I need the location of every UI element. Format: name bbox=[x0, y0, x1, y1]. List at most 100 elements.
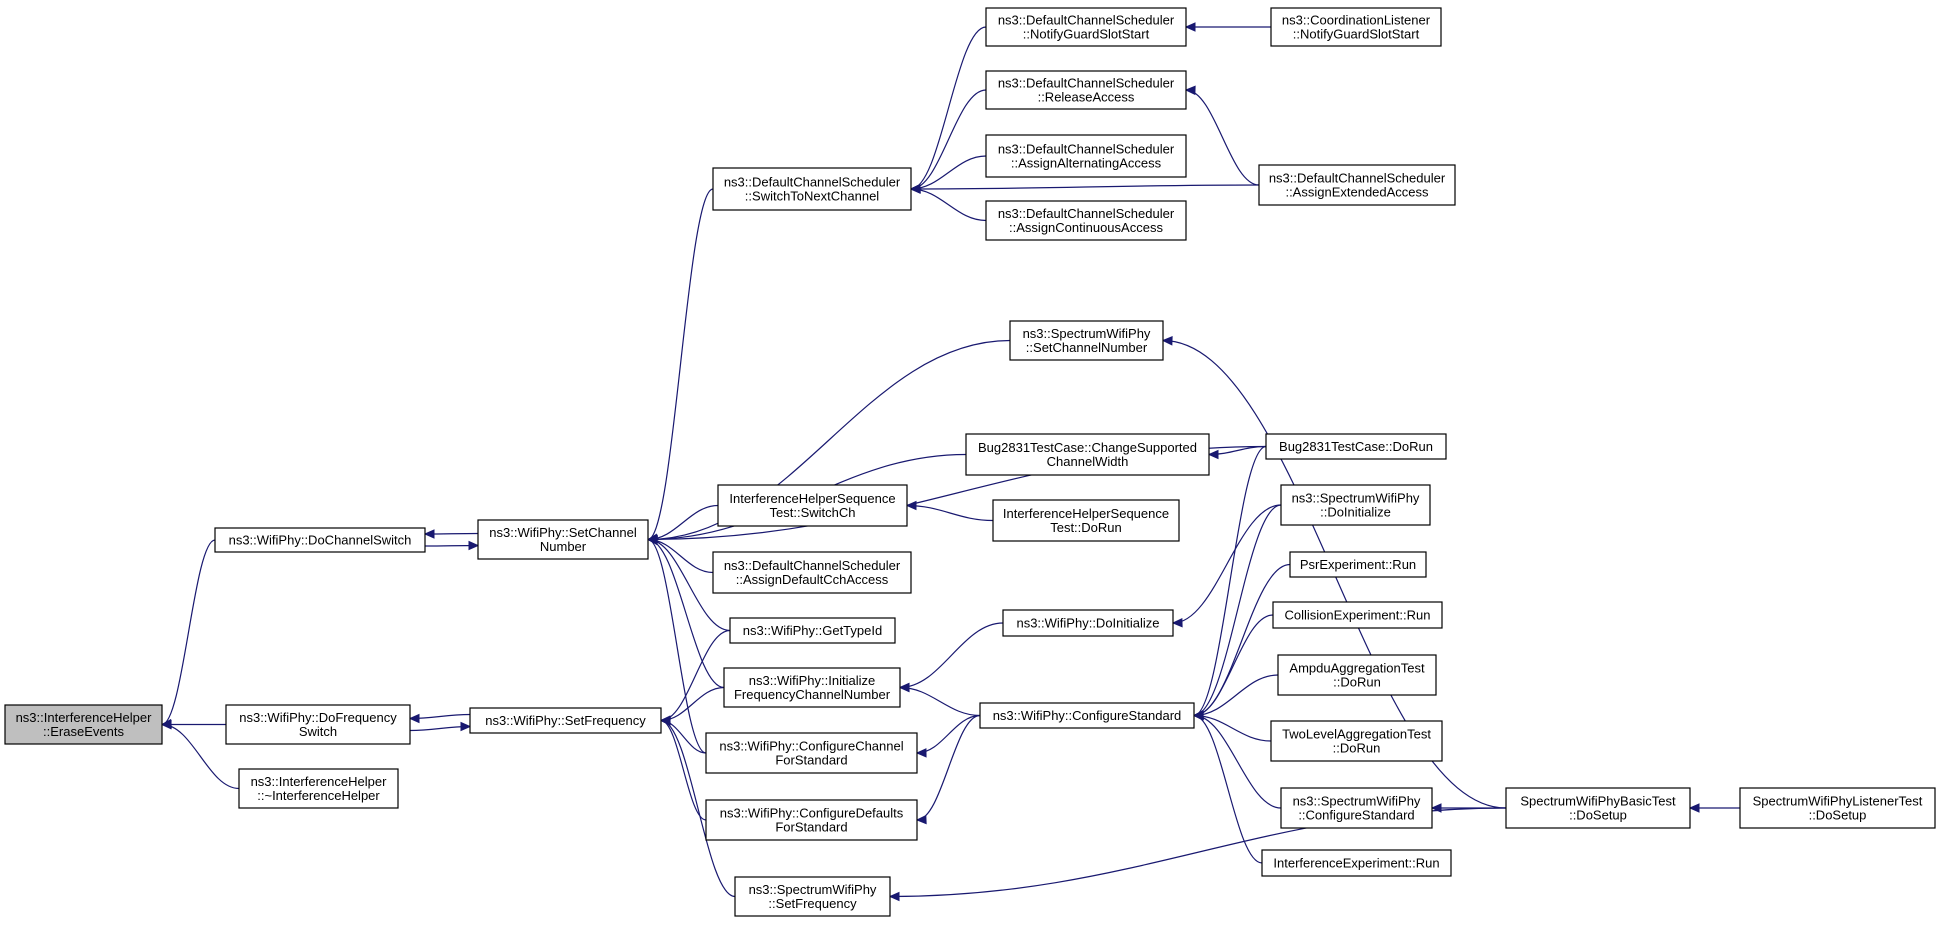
node-label: InterferenceHelperSequence bbox=[1003, 506, 1169, 521]
node-label: ::AssignContinuousAccess bbox=[1009, 220, 1163, 235]
node-spectrum-listener-do-setup[interactable]: SpectrumWifiPhyListenerTest::DoSetup bbox=[1739, 787, 1936, 829]
edge-arrowhead-icon bbox=[468, 540, 480, 551]
edge-line bbox=[161, 539, 216, 726]
node-psr-experiment-run[interactable]: PsrExperiment::Run bbox=[1289, 551, 1427, 578]
node-assign-extended-access[interactable]: ns3::DefaultChannelScheduler::AssignExte… bbox=[1258, 164, 1456, 206]
node-box bbox=[985, 7, 1187, 47]
node-label: Number bbox=[540, 539, 587, 554]
node-box bbox=[1289, 551, 1427, 578]
edge-line bbox=[1185, 89, 1260, 186]
node-get-type-id[interactable]: ns3::WifiPhy::GetTypeId bbox=[729, 617, 896, 644]
edge-line bbox=[647, 538, 731, 632]
node-box bbox=[1270, 720, 1443, 762]
edge-line bbox=[1193, 674, 1279, 717]
node-set-channel-number[interactable]: ns3::WifiPhy::SetChannelNumber bbox=[477, 519, 649, 560]
edge-arrowhead-icon bbox=[1184, 85, 1196, 96]
node-label: ::DoRun bbox=[1333, 741, 1381, 756]
node-label: ::~InterferenceHelper bbox=[257, 788, 380, 803]
node-spectrum-set-frequency[interactable]: ns3::SpectrumWifiPhy::SetFrequency bbox=[734, 876, 891, 917]
edge-bug2831_change_supported-to-bug2831_do_run bbox=[1207, 445, 1267, 460]
edge-set_channel_number-to-switch_to_next_channel bbox=[646, 188, 714, 543]
node-wifiphy-do-initialize[interactable]: ns3::WifiPhy::DoInitialize bbox=[1002, 609, 1174, 637]
node-coord-notify-guard-slot-start[interactable]: ns3::CoordinationListener::NotifyGuardSl… bbox=[1270, 7, 1442, 47]
node-release-access[interactable]: ns3::DefaultChannelScheduler::ReleaseAcc… bbox=[985, 70, 1187, 110]
node-label: ns3::SpectrumWifiPhy bbox=[749, 882, 877, 897]
node-box bbox=[1265, 433, 1447, 460]
node-box bbox=[1272, 601, 1443, 629]
node-box bbox=[985, 70, 1187, 110]
node-assign-default-cch-access[interactable]: ns3::DefaultChannelScheduler::AssignDefa… bbox=[712, 551, 912, 594]
node-switch-to-next-channel[interactable]: ns3::DefaultChannelScheduler::SwitchToNe… bbox=[712, 167, 912, 211]
node-label: TwoLevelAggregationTest bbox=[1282, 727, 1431, 742]
node-interference-helper-dtor[interactable]: ns3::InterferenceHelper::~InterferenceHe… bbox=[238, 768, 399, 809]
edge-switch_to_next_channel-to-assign_extended_access bbox=[909, 184, 1260, 194]
node-label: CollisionExperiment::Run bbox=[1285, 608, 1431, 623]
node-ampdu-aggregation-do-run[interactable]: AmpduAggregationTest::DoRun bbox=[1277, 654, 1437, 696]
node-spectrum-configure-standard[interactable]: ns3::SpectrumWifiPhy::ConfigureStandard bbox=[1280, 787, 1433, 829]
edge-set_frequency-to-spectrum_set_frequency bbox=[659, 716, 736, 898]
edge-line bbox=[647, 188, 714, 541]
edge-line bbox=[910, 89, 987, 190]
node-erase-events[interactable]: ns3::InterferenceHelper::EraseEvents bbox=[4, 704, 163, 745]
node-spectrum-set-channel-number[interactable]: ns3::SpectrumWifiPhy::SetChannelNumber bbox=[1009, 320, 1164, 361]
node-spectrum-do-initialize[interactable]: ns3::SpectrumWifiPhy::DoInitialize bbox=[1280, 484, 1431, 526]
edge-arrowhead-icon bbox=[1192, 711, 1204, 721]
edge-arrowhead-icon bbox=[915, 814, 927, 825]
node-label: ns3::WifiPhy::ConfigureChannel bbox=[719, 739, 903, 754]
node-box bbox=[1270, 7, 1442, 47]
edge-line bbox=[660, 719, 707, 821]
node-label: ns3::WifiPhy::DoInitialize bbox=[1016, 616, 1159, 631]
node-label: ns3::InterferenceHelper bbox=[251, 774, 388, 789]
node-collision-experiment-run[interactable]: CollisionExperiment::Run bbox=[1272, 601, 1443, 629]
edge-configure_standard-to-interference_experiment_run bbox=[1192, 711, 1263, 864]
node-do-channel-switch[interactable]: ns3::WifiPhy::DoChannelSwitch bbox=[214, 527, 426, 553]
node-box bbox=[729, 617, 896, 644]
node-interference-experiment-run[interactable]: InterferenceExperiment::Run bbox=[1261, 849, 1452, 877]
node-box bbox=[1505, 787, 1691, 829]
node-label: SpectrumWifiPhyListenerTest bbox=[1753, 794, 1923, 809]
node-configure-channel-for-standard[interactable]: ns3::WifiPhy::ConfigureChannelForStandar… bbox=[705, 732, 918, 774]
node-label: ns3::WifiPhy::Initialize bbox=[749, 673, 875, 688]
node-notify-guard-slot-start[interactable]: ns3::DefaultChannelScheduler::NotifyGuar… bbox=[985, 7, 1187, 47]
edge-line bbox=[1193, 714, 1263, 864]
node-label: SpectrumWifiPhyBasicTest bbox=[1520, 794, 1676, 809]
edge-arrowhead-icon bbox=[1688, 803, 1700, 813]
node-assign-continuous-access[interactable]: ns3::DefaultChannelScheduler::AssignCont… bbox=[985, 200, 1187, 241]
node-label: InterferenceHelperSequence bbox=[729, 491, 895, 506]
node-initialize-frequency-channel-number[interactable]: ns3::WifiPhy::InitializeFrequencyChannel… bbox=[723, 667, 901, 708]
node-box bbox=[1280, 787, 1433, 829]
node-label: ns3::DefaultChannelScheduler bbox=[724, 558, 901, 573]
node-bug2831-do-run[interactable]: Bug2831TestCase::DoRun bbox=[1265, 433, 1447, 460]
node-label: ns3::SpectrumWifiPhy bbox=[1292, 491, 1420, 506]
node-label: ::NotifyGuardSlotStart bbox=[1293, 27, 1420, 42]
node-label: ns3::DefaultChannelScheduler bbox=[1269, 171, 1446, 186]
edge-configure_standard-to-bug2831_do_run bbox=[1192, 445, 1267, 720]
node-bug2831-change-supported[interactable]: Bug2831TestCase::ChangeSupportedChannelW… bbox=[965, 433, 1210, 476]
node-label: Bug2831TestCase::ChangeSupported bbox=[978, 440, 1197, 455]
edge-do_channel_switch-to-set_channel_number bbox=[423, 529, 479, 539]
node-assign-alternating-access[interactable]: ns3::DefaultChannelScheduler::AssignAlte… bbox=[985, 134, 1187, 178]
node-label: Bug2831TestCase::DoRun bbox=[1279, 439, 1433, 454]
node-box bbox=[712, 167, 912, 211]
node-two-level-aggregation-do-run[interactable]: TwoLevelAggregationTest::DoRun bbox=[1270, 720, 1443, 762]
node-spectrum-basic-do-setup[interactable]: SpectrumWifiPhyBasicTest::DoSetup bbox=[1505, 787, 1691, 829]
edge-switch_to_next_channel-to-assign_continuous_access bbox=[909, 184, 987, 222]
node-configure-standard[interactable]: ns3::WifiPhy::ConfigureStandard bbox=[979, 702, 1195, 729]
edge-line bbox=[906, 504, 994, 522]
node-label: ns3::WifiPhy::ConfigureStandard bbox=[993, 708, 1182, 723]
node-box bbox=[979, 702, 1195, 729]
edge-initialize_frequency_channel_number-to-wifiphy_do_initialize bbox=[898, 622, 1004, 693]
node-label: ns3::WifiPhy::SetFrequency bbox=[485, 713, 646, 728]
edge-line bbox=[899, 686, 981, 717]
edge-line bbox=[660, 719, 736, 898]
node-configure-defaults-for-standard[interactable]: ns3::WifiPhy::ConfigureDefaultsForStanda… bbox=[705, 799, 918, 841]
edge-do_frequency_switch-to-set_frequency bbox=[408, 713, 471, 724]
node-box bbox=[717, 484, 908, 527]
node-box bbox=[965, 433, 1210, 476]
node-label: FrequencyChannelNumber bbox=[734, 687, 891, 702]
edge-arrowhead-icon bbox=[909, 184, 921, 194]
node-set-frequency[interactable]: ns3::WifiPhy::SetFrequency bbox=[469, 707, 662, 734]
